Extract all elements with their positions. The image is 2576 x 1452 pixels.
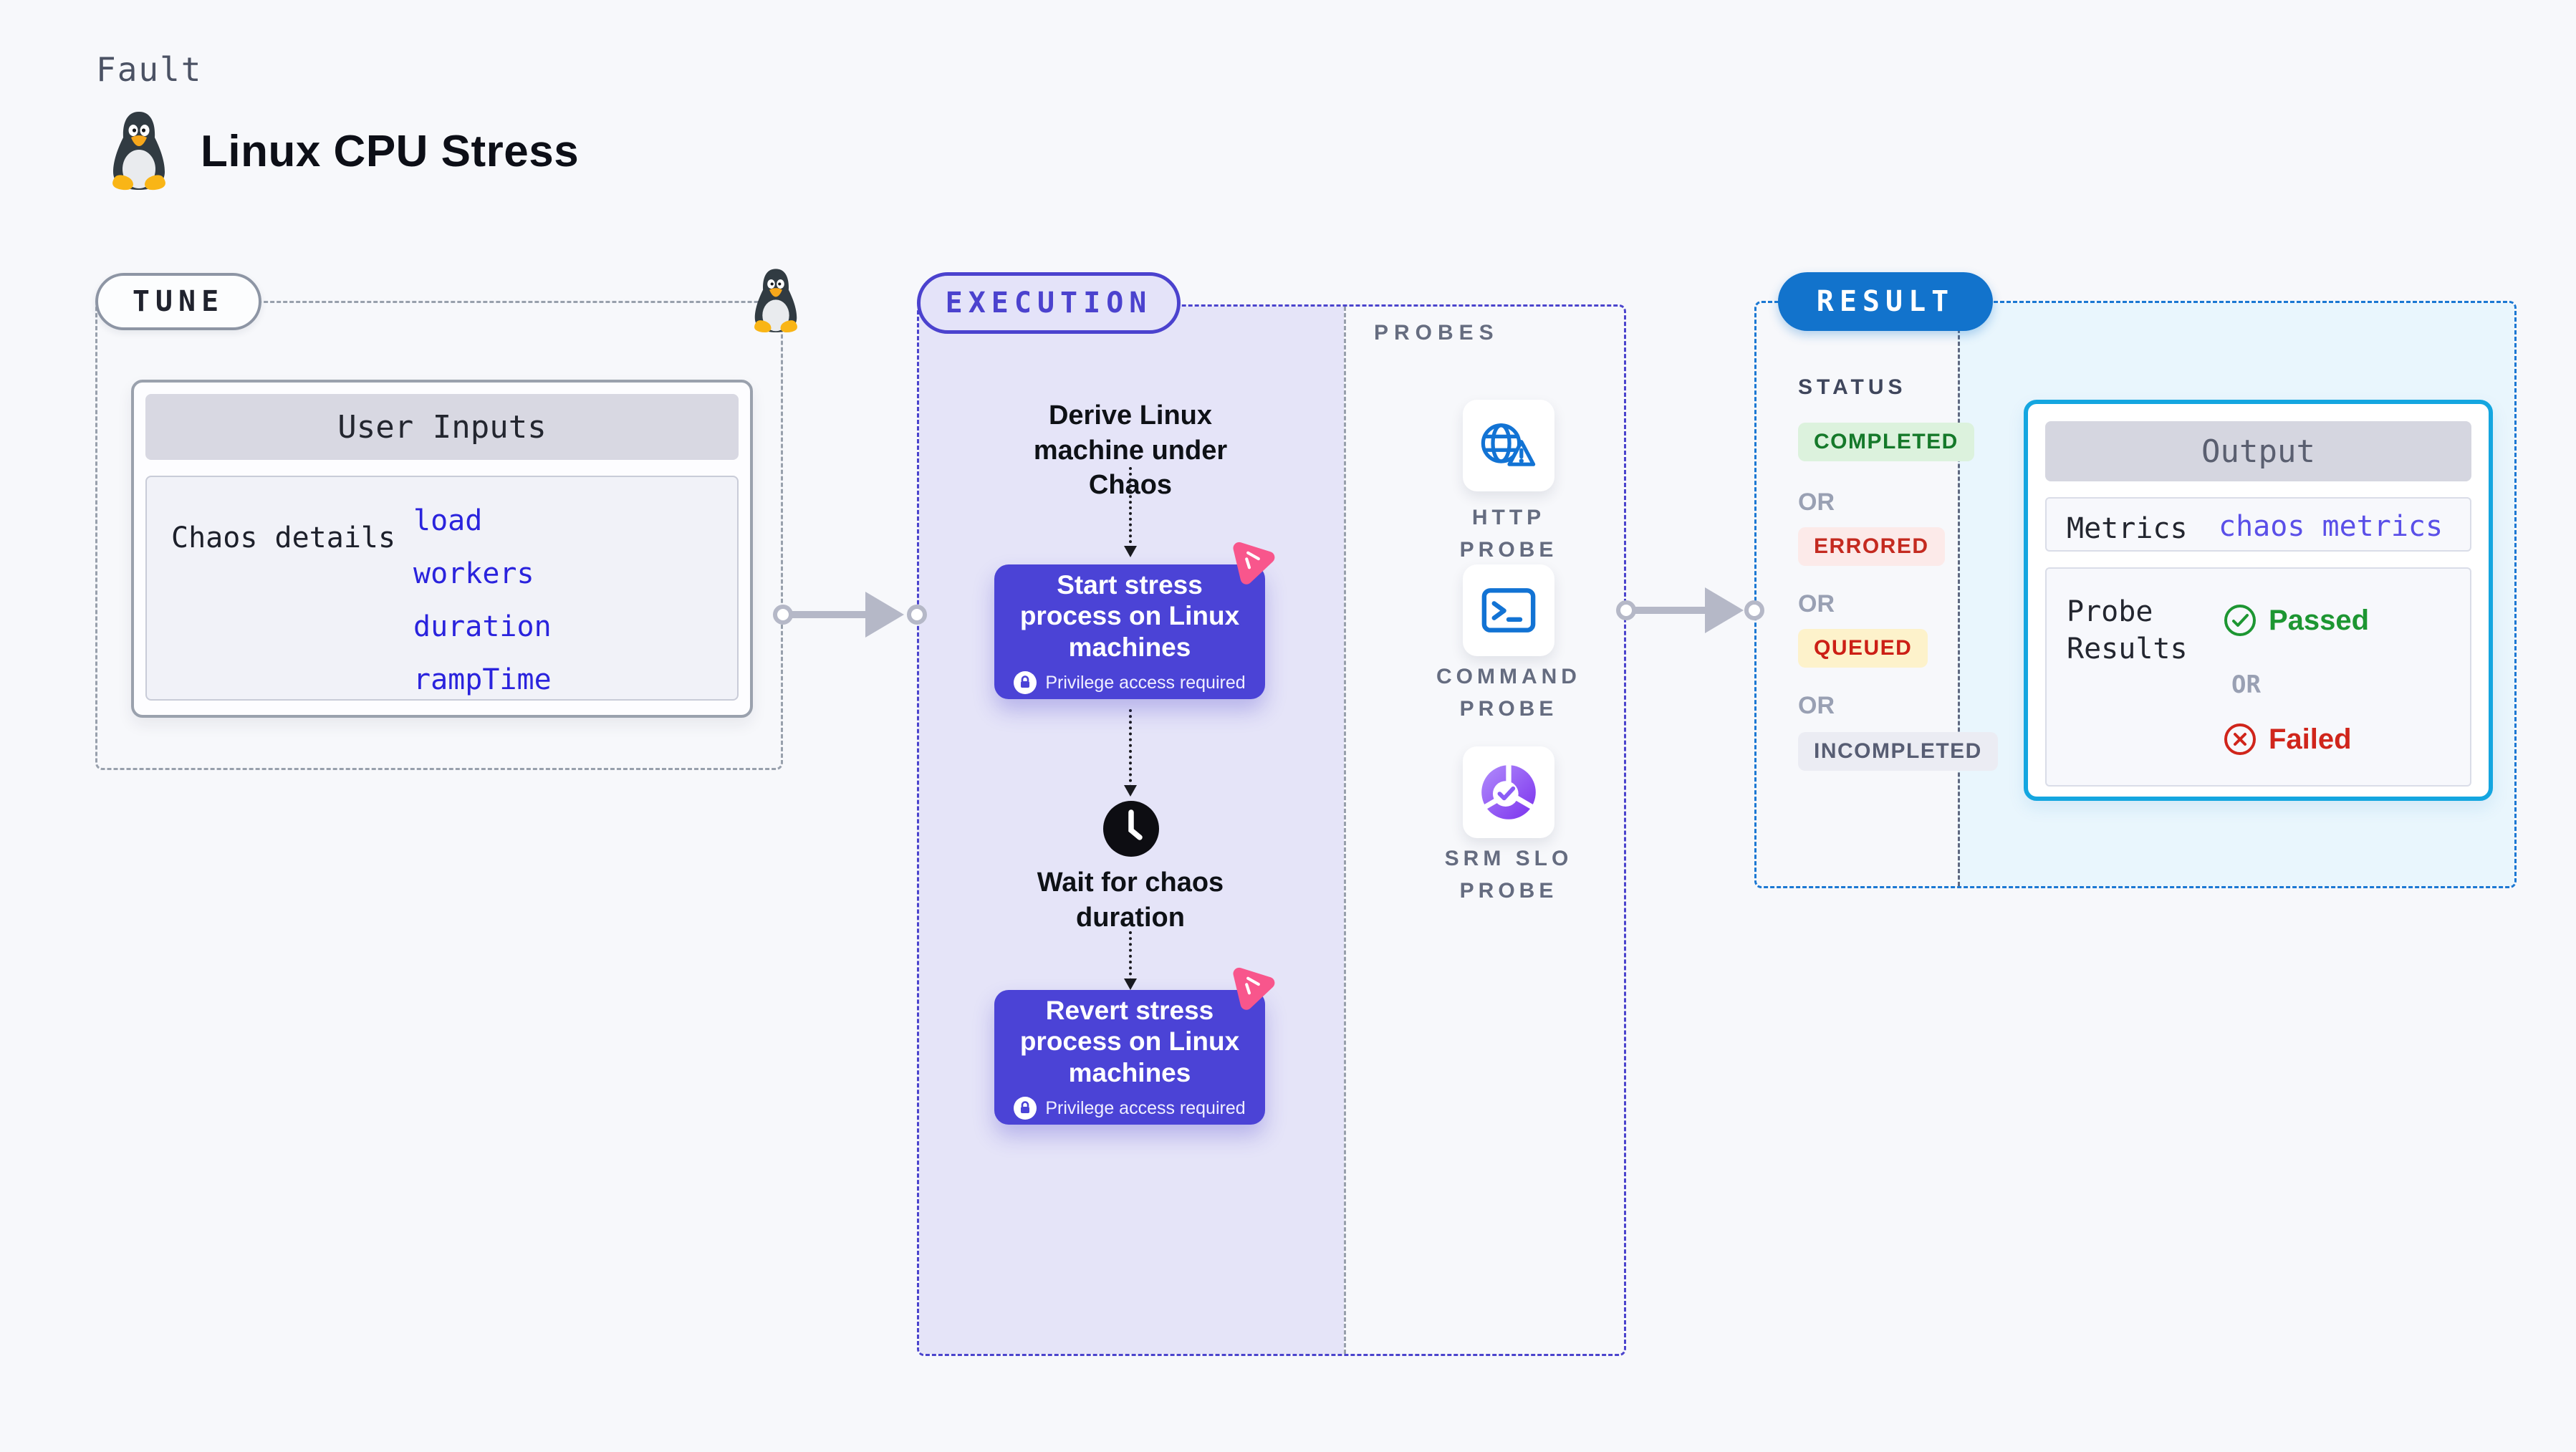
tux-penguin-icon bbox=[754, 269, 797, 332]
command-probe-label: COMMAND PROBE bbox=[1436, 665, 1581, 721]
probes-to-result-connector-line bbox=[1628, 607, 1715, 614]
revert-stress-title: Revert stress process on Linux machines bbox=[1019, 995, 1240, 1087]
failed-text: Failed bbox=[2269, 723, 2352, 755]
tune-section-box bbox=[95, 301, 783, 770]
http-probe-label: HTTP PROBE bbox=[1459, 506, 1558, 562]
command-probe-card bbox=[1463, 564, 1554, 656]
lock-icon bbox=[1014, 671, 1037, 695]
privilege-badge-text: Privilege access required bbox=[1045, 1097, 1246, 1118]
start-stress-title: Start stress process on Linux machines bbox=[1019, 569, 1240, 662]
user-inputs-header: User Inputs bbox=[145, 394, 739, 460]
metrics-row: Metrics chaos metrics bbox=[2045, 497, 2471, 552]
tux-penguin-icon bbox=[112, 112, 165, 191]
connector-start-dot bbox=[1616, 600, 1636, 620]
input-link-ramptime[interactable]: rampTime bbox=[413, 663, 552, 696]
tune-to-execution-connector-line bbox=[784, 611, 878, 618]
metrics-value-link[interactable]: chaos metrics bbox=[2219, 510, 2443, 543]
chaos-litmus-icon bbox=[1233, 542, 1275, 585]
or-separator: OR bbox=[1798, 489, 1835, 516]
metrics-label: Metrics bbox=[2067, 512, 2188, 545]
status-badge-queued: QUEUED bbox=[1798, 629, 1928, 668]
lock-icon bbox=[1014, 1097, 1037, 1120]
probes-section-label: PROBES bbox=[1374, 321, 1499, 345]
derive-step-text: Derive Linux machine under Chaos bbox=[1033, 400, 1228, 501]
user-inputs-card: User Inputs Chaos details load workers d… bbox=[131, 380, 753, 718]
clock-icon bbox=[1103, 801, 1159, 857]
tune-pill: TUNE bbox=[95, 273, 261, 330]
flow-arrow-down bbox=[1124, 931, 1137, 990]
chaos-details-panel: Chaos details load workers duration ramp… bbox=[145, 476, 739, 701]
status-label: STATUS bbox=[1798, 375, 1907, 399]
connector-end-dot bbox=[1744, 600, 1764, 620]
fault-eyebrow: Fault bbox=[96, 50, 203, 89]
input-link-duration[interactable]: duration bbox=[413, 610, 552, 643]
check-circle-icon bbox=[2224, 605, 2256, 636]
connector-start-dot bbox=[773, 605, 793, 625]
globe-warning-icon bbox=[1481, 423, 1536, 466]
revert-stress-step: Revert stress process on Linux machines … bbox=[994, 990, 1265, 1125]
status-badge-errored: ERRORED bbox=[1798, 527, 1945, 566]
page-title: Linux CPU Stress bbox=[201, 127, 580, 176]
flow-arrow-down bbox=[1124, 709, 1137, 797]
user-inputs-list: load workers duration rampTime bbox=[413, 504, 552, 696]
terminal-icon bbox=[1481, 588, 1536, 633]
privilege-badge: Privilege access required bbox=[1014, 671, 1246, 695]
input-link-load[interactable]: load bbox=[413, 504, 483, 537]
http-probe-card bbox=[1463, 400, 1554, 491]
srm-slo-probe-label: SRM SLO PROBE bbox=[1444, 847, 1573, 903]
status-badge-incompleted: INCOMPLETED bbox=[1798, 732, 1998, 771]
result-pill: RESULT bbox=[1778, 272, 1993, 331]
input-link-workers[interactable]: workers bbox=[413, 557, 534, 590]
probe-results-label: Probe Results bbox=[2067, 595, 2188, 665]
privilege-badge: Privilege access required bbox=[1014, 1097, 1246, 1120]
donut-check-icon bbox=[1481, 764, 1536, 819]
execution-pill: EXECUTION bbox=[917, 272, 1181, 334]
x-circle-icon bbox=[2224, 723, 2256, 755]
or-separator: OR bbox=[1798, 590, 1835, 617]
probes-to-result-arrowhead bbox=[1705, 587, 1744, 633]
chaos-litmus-icon bbox=[1233, 967, 1275, 1010]
srm-slo-probe-card bbox=[1463, 746, 1554, 838]
wait-step-text: Wait for chaos duration bbox=[1037, 867, 1224, 933]
or-separator: OR bbox=[2231, 670, 2261, 699]
output-card: Output Metrics chaos metrics Probe Resul… bbox=[2024, 400, 2493, 801]
execution-probes-divider bbox=[1344, 307, 1346, 1354]
privilege-badge-text: Privilege access required bbox=[1045, 672, 1246, 693]
connector-end-dot bbox=[907, 605, 927, 625]
probe-result-passed: Passed bbox=[2223, 603, 2369, 638]
tune-to-execution-arrowhead bbox=[865, 592, 904, 638]
output-header: Output bbox=[2045, 421, 2471, 481]
status-badge-completed: COMPLETED bbox=[1798, 423, 1974, 461]
or-separator: OR bbox=[1798, 692, 1835, 719]
chaos-details-label: Chaos details bbox=[171, 521, 396, 554]
probe-result-failed: Failed bbox=[2223, 722, 2352, 756]
start-stress-step: Start stress process on Linux machines P… bbox=[994, 564, 1265, 699]
flow-arrow-down bbox=[1124, 467, 1137, 557]
passed-text: Passed bbox=[2269, 604, 2370, 636]
probe-results-row: Probe Results Passed OR Failed bbox=[2045, 567, 2471, 787]
